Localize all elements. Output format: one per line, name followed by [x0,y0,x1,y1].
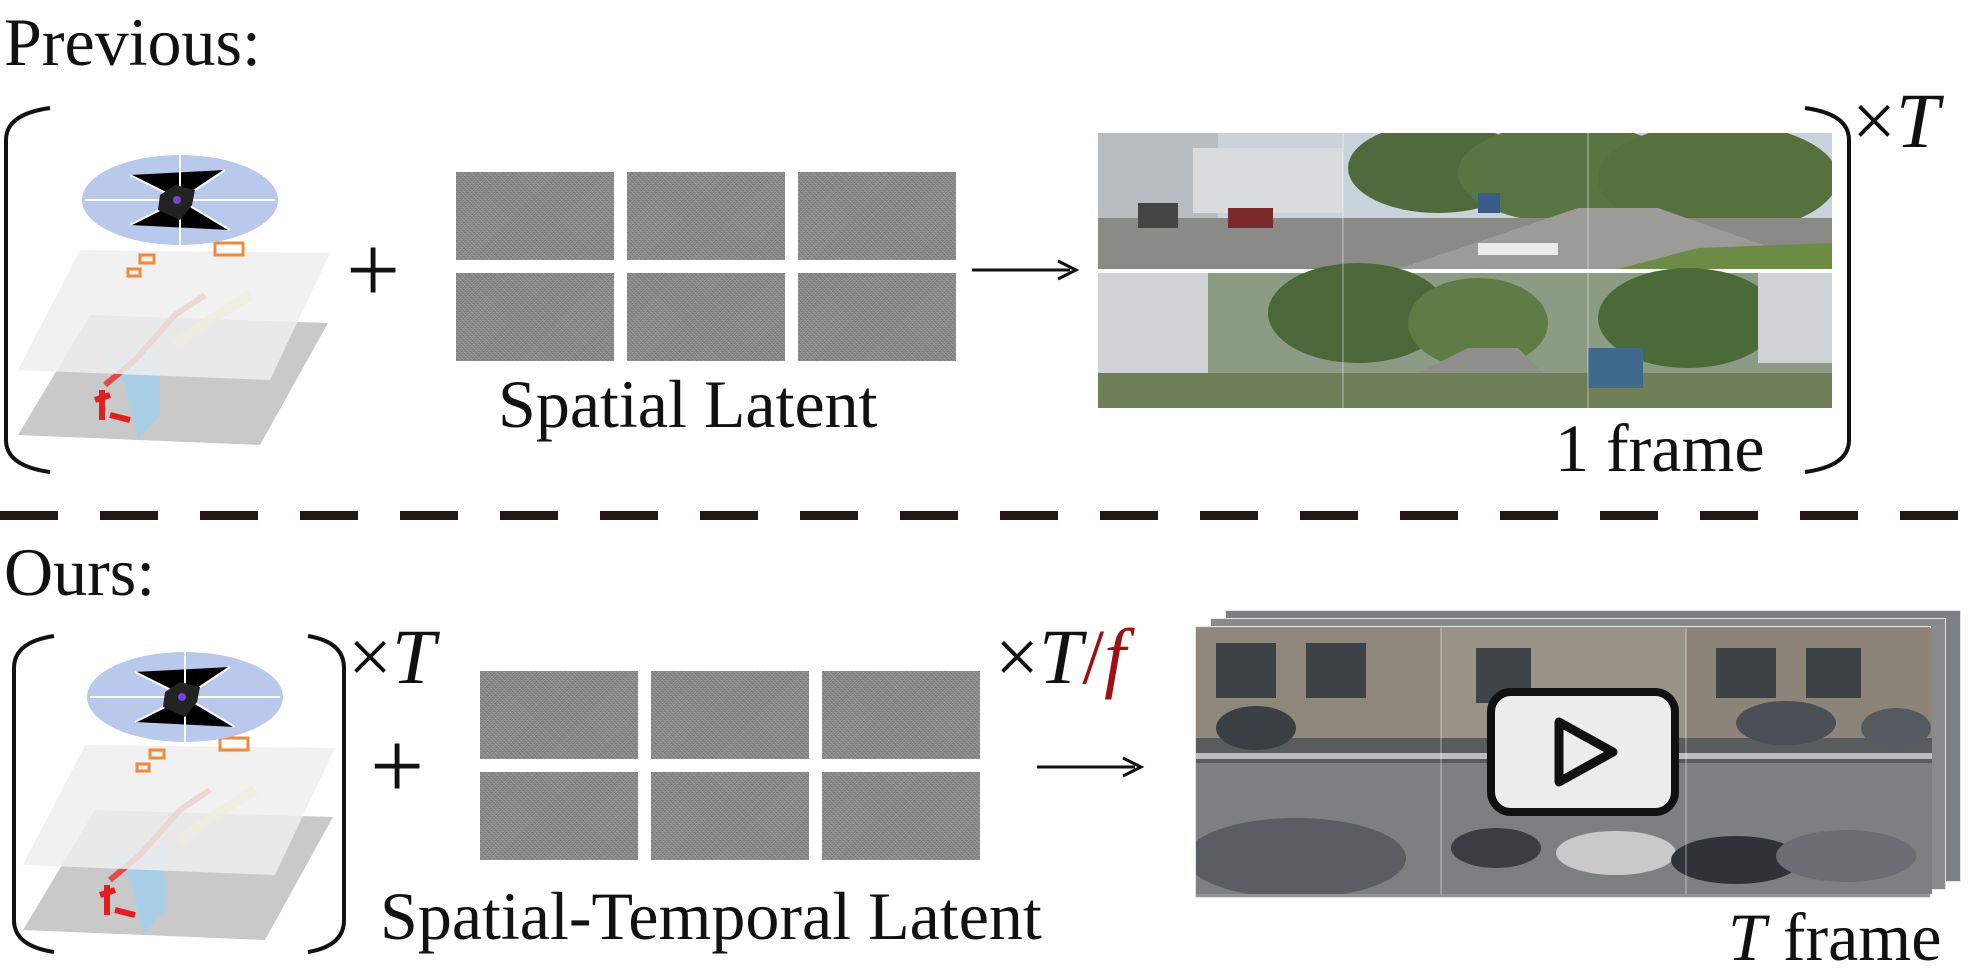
previous-label: Previous: [4,4,261,80]
ours-label: Ours: [4,534,156,610]
latent-tile [456,273,614,361]
left-bracket-icon [4,106,51,474]
spatial-temporal-latent-caption: Spatial-Temporal Latent [380,878,1042,954]
latent-tile [822,671,980,759]
multi-view-frame [1098,133,1832,408]
multiplier-variable-f: f [1104,613,1126,700]
latent-tile [822,772,980,860]
spatial-latent-caption: Spatial Latent [498,366,878,442]
plus-sign: + [346,216,401,323]
latent-tile [456,172,614,260]
section-divider [0,511,1977,520]
multiplier-symbol: × [1852,77,1896,164]
right-bracket-icon [307,634,346,954]
multiplier-slash: / [1082,613,1105,700]
condition-layers-diagram [18,155,330,445]
latent-tile [651,671,809,759]
one-frame-caption: 1 frame [1555,410,1765,486]
left-bracket-icon [12,634,55,954]
latent-tile [798,273,956,361]
latent-tile [627,273,785,361]
play-icon [1487,688,1679,816]
latent-tile [651,772,809,860]
multiplier-variable: T [392,613,436,700]
latent-tile [627,172,785,260]
condition-layers-diagram [23,652,335,940]
latent-tile [480,671,638,759]
multiplier-variable-t: T [1039,613,1083,700]
t-frame-variable: T [1728,899,1766,975]
latent-tile [480,772,638,860]
multiplier-symbol: × [348,613,392,700]
t-frame-caption: T frame [1728,903,1941,971]
multiplier-variable: T [1896,77,1940,164]
condition-repeat-multiplier: ×T [348,618,435,696]
plus-sign: + [370,712,425,819]
arrow-icon [1037,756,1145,778]
box-3d-marker [148,748,166,760]
right-bracket-icon [1804,106,1851,474]
latent-compression-multiplier: ×T/f [995,618,1126,696]
box-3d-marker [138,253,156,265]
frame-repeat-multiplier: ×T [1852,82,1939,160]
multiplier-symbol: × [995,613,1039,700]
t-frame-label: frame [1765,899,1942,975]
arrow-icon [972,259,1080,281]
latent-tile [798,172,956,260]
